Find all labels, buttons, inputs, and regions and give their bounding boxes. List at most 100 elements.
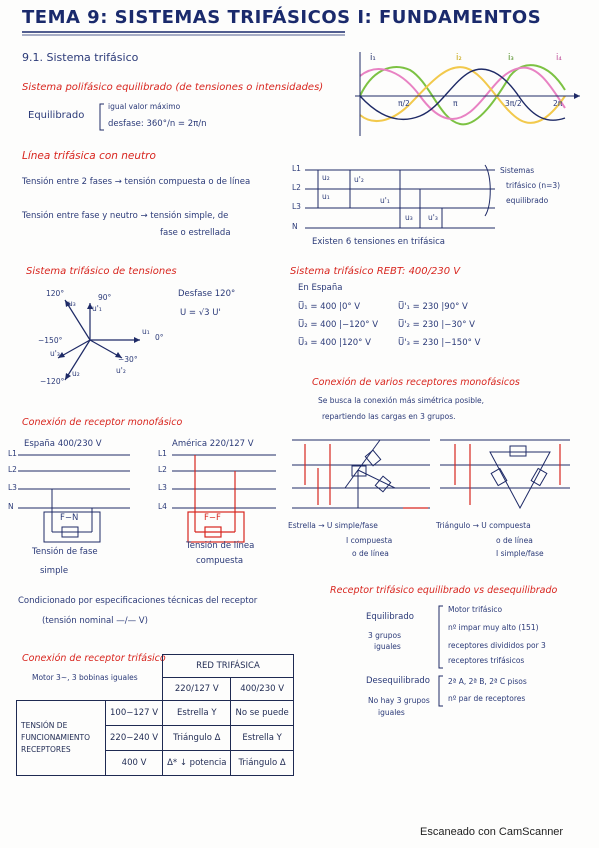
- desequilibrado-sub-2: iguales: [378, 708, 405, 717]
- balanced-label: Equilibrado: [28, 110, 85, 121]
- equilibrado-item-2: nº impar muy alto (151): [448, 623, 539, 632]
- phasor-0: 0°: [155, 333, 164, 342]
- rebt-u2: U̅₂ = 400 |−120° V: [298, 320, 379, 330]
- desequilibrado-item-1: 2ª A, 2ª B, 2ª C pisos: [448, 677, 527, 686]
- phasor-u2: u₂: [72, 369, 80, 378]
- six-voltages-note: Existen 6 tensiones en trifásica: [312, 237, 446, 247]
- table-col2: 400/230 V: [230, 677, 294, 701]
- systems-note-3: equilibrado: [506, 196, 549, 205]
- line-u1: u₁: [322, 192, 330, 201]
- line-u2: u₂: [322, 173, 330, 182]
- rebt-u3p: U̅'₃ = 230 |−150° V: [398, 338, 481, 348]
- phase-voltage-text-1: Tensión entre fase y neutro → tensión si…: [22, 211, 229, 221]
- line-u1p: u'₁: [380, 196, 390, 205]
- equilibrado-label: Equilibrado: [366, 612, 414, 622]
- desequilibrado-label: Desequilibrado: [366, 676, 430, 686]
- wave-label-i2: i₂: [456, 53, 462, 63]
- star-caption-3: o de línea: [352, 549, 389, 558]
- phasor-m150: −150°: [38, 336, 63, 345]
- mono-l3: L3: [8, 483, 17, 492]
- mono-l2: L2: [8, 465, 17, 474]
- line-u3: u₃: [405, 213, 413, 222]
- caption-line-1: Tensión de línea: [186, 541, 255, 551]
- table-r3-c2: Triángulo Δ: [230, 750, 294, 776]
- caption-phase-2: simple: [40, 566, 69, 576]
- network-table: RED TRIFÁSICA 220/127 V 400/230 V TENSIÓ…: [16, 654, 294, 776]
- balanced-line-1: igual valor máximo: [108, 102, 181, 111]
- line-voltage-text: Tensión entre 2 fases → tensión compuest…: [22, 177, 251, 187]
- table-r1-range: 100−127 V: [104, 700, 164, 726]
- fn-box-label: F−N: [60, 513, 79, 523]
- rebt-u2p: U̅'₂ = 230 |−30° V: [398, 320, 475, 330]
- table-r2-c2: Estrella Y: [230, 725, 294, 751]
- rebt-u1: U̅₁ = 400 |0° V: [298, 302, 361, 312]
- polyphase-heading: Sistema polifásico equilibrado (de tensi…: [22, 82, 324, 93]
- desequilibrado-sub-1: No hay 3 grupos: [368, 696, 430, 705]
- multi-text-1: Se busca la conexión más simétrica posib…: [318, 396, 485, 405]
- wave-label-i4: i₄: [556, 53, 562, 63]
- row-title-2: FUNCIONAMIENTO: [21, 733, 91, 742]
- balanced-line-2: desfase: 360°/n = 2π/n: [108, 119, 207, 129]
- line-label-l1: L1: [292, 164, 301, 173]
- tick-pi: π: [453, 99, 458, 108]
- sqrt-relation: U = √3 U': [180, 308, 221, 318]
- equilibrado-item-1: Motor trifásico: [448, 605, 503, 614]
- rebt-u3: U̅₃ = 400 |120° V: [298, 338, 371, 348]
- table-r2-c1: Triángulo Δ: [162, 725, 232, 751]
- conditioned-1: Condicionado por especificaciones técnic…: [18, 596, 258, 606]
- row-title-1: TENSIÓN DE: [21, 721, 68, 730]
- caption-line-2: compuesta: [196, 556, 244, 566]
- delta-caption-3: I simple/fase: [496, 549, 544, 558]
- mono-l1: L1: [8, 449, 17, 458]
- phase-shift: Desfase 120°: [178, 289, 236, 299]
- table-r2-range: 220−240 V: [104, 725, 164, 751]
- table-header: RED TRIFÁSICA: [162, 654, 294, 678]
- line-neutral-heading: Línea trifásica con neutro: [22, 150, 156, 162]
- mono-n: N: [8, 502, 14, 511]
- wave-label-i3: i₃: [508, 53, 514, 63]
- phasor-u3: u₃: [68, 299, 76, 308]
- spain-label: En España: [298, 283, 343, 293]
- multi-heading: Conexión de varios receptores monofásico…: [312, 377, 520, 388]
- line-label-l3: L3: [292, 202, 301, 211]
- delta-caption-2: o de línea: [496, 536, 533, 545]
- spain-net: España 400/230 V: [24, 439, 102, 449]
- multi-text-2: repartiendo las cargas en 3 grupos.: [322, 412, 456, 421]
- table-r1-c1: Estrella Y: [162, 700, 232, 726]
- tri-heading: Conexión de receptor trifásico: [22, 653, 166, 664]
- caption-phase-1: Tensión de fase: [32, 547, 98, 557]
- tick-3pi-2: 3π/2: [505, 99, 522, 108]
- line-u3p: u'₃: [428, 213, 438, 222]
- phasor-u2p: u'₂: [116, 366, 126, 375]
- table-r3-c1: Δ* ↓ potencia: [162, 750, 232, 776]
- ff-box-label: F−F: [204, 513, 221, 523]
- america-net: América 220/127 V: [172, 439, 254, 449]
- desequilibrado-item-2: nº par de receptores: [448, 694, 526, 703]
- equilibrado-item-4: receptores trifásicos: [448, 656, 525, 665]
- phasor-u3p: u'₃: [50, 349, 60, 358]
- mono-r-l3: L3: [158, 483, 167, 492]
- mono-r-l2: L2: [158, 465, 167, 474]
- phasor-m30: −30°: [118, 355, 138, 364]
- scanner-footer: Escaneado con CamScanner: [420, 826, 564, 838]
- conditioned-2: (tensión nominal —/— V): [42, 616, 148, 626]
- wave-label-i1: i₁: [370, 53, 376, 63]
- section-title: 9.1. Sistema trifásico: [22, 51, 139, 64]
- star-caption-1: Estrella → U simple/fase: [288, 521, 378, 530]
- table-col1: 220/127 V: [162, 677, 232, 701]
- phasor-u1p: u'₁: [92, 304, 102, 313]
- phasor-u1: u₁: [142, 327, 150, 336]
- equilibrado-sub-2: iguales: [374, 642, 401, 651]
- mono-heading: Conexión de receptor monofásico: [22, 417, 183, 428]
- equilibrado-item-3: receptores divididos por 3: [448, 641, 546, 650]
- equilibrado-sub-1: 3 grupos: [368, 631, 402, 640]
- table-row-title: TENSIÓN DE FUNCIONAMIENTO RECEPTORES: [16, 700, 106, 776]
- delta-caption-1: Triángulo → U compuesta: [436, 521, 531, 530]
- phasor-m120: −120°: [40, 377, 65, 386]
- systems-note-1: Sistemas: [500, 166, 535, 175]
- line-u2p: u'₂: [354, 175, 364, 184]
- table-r3-range: 400 V: [104, 750, 164, 776]
